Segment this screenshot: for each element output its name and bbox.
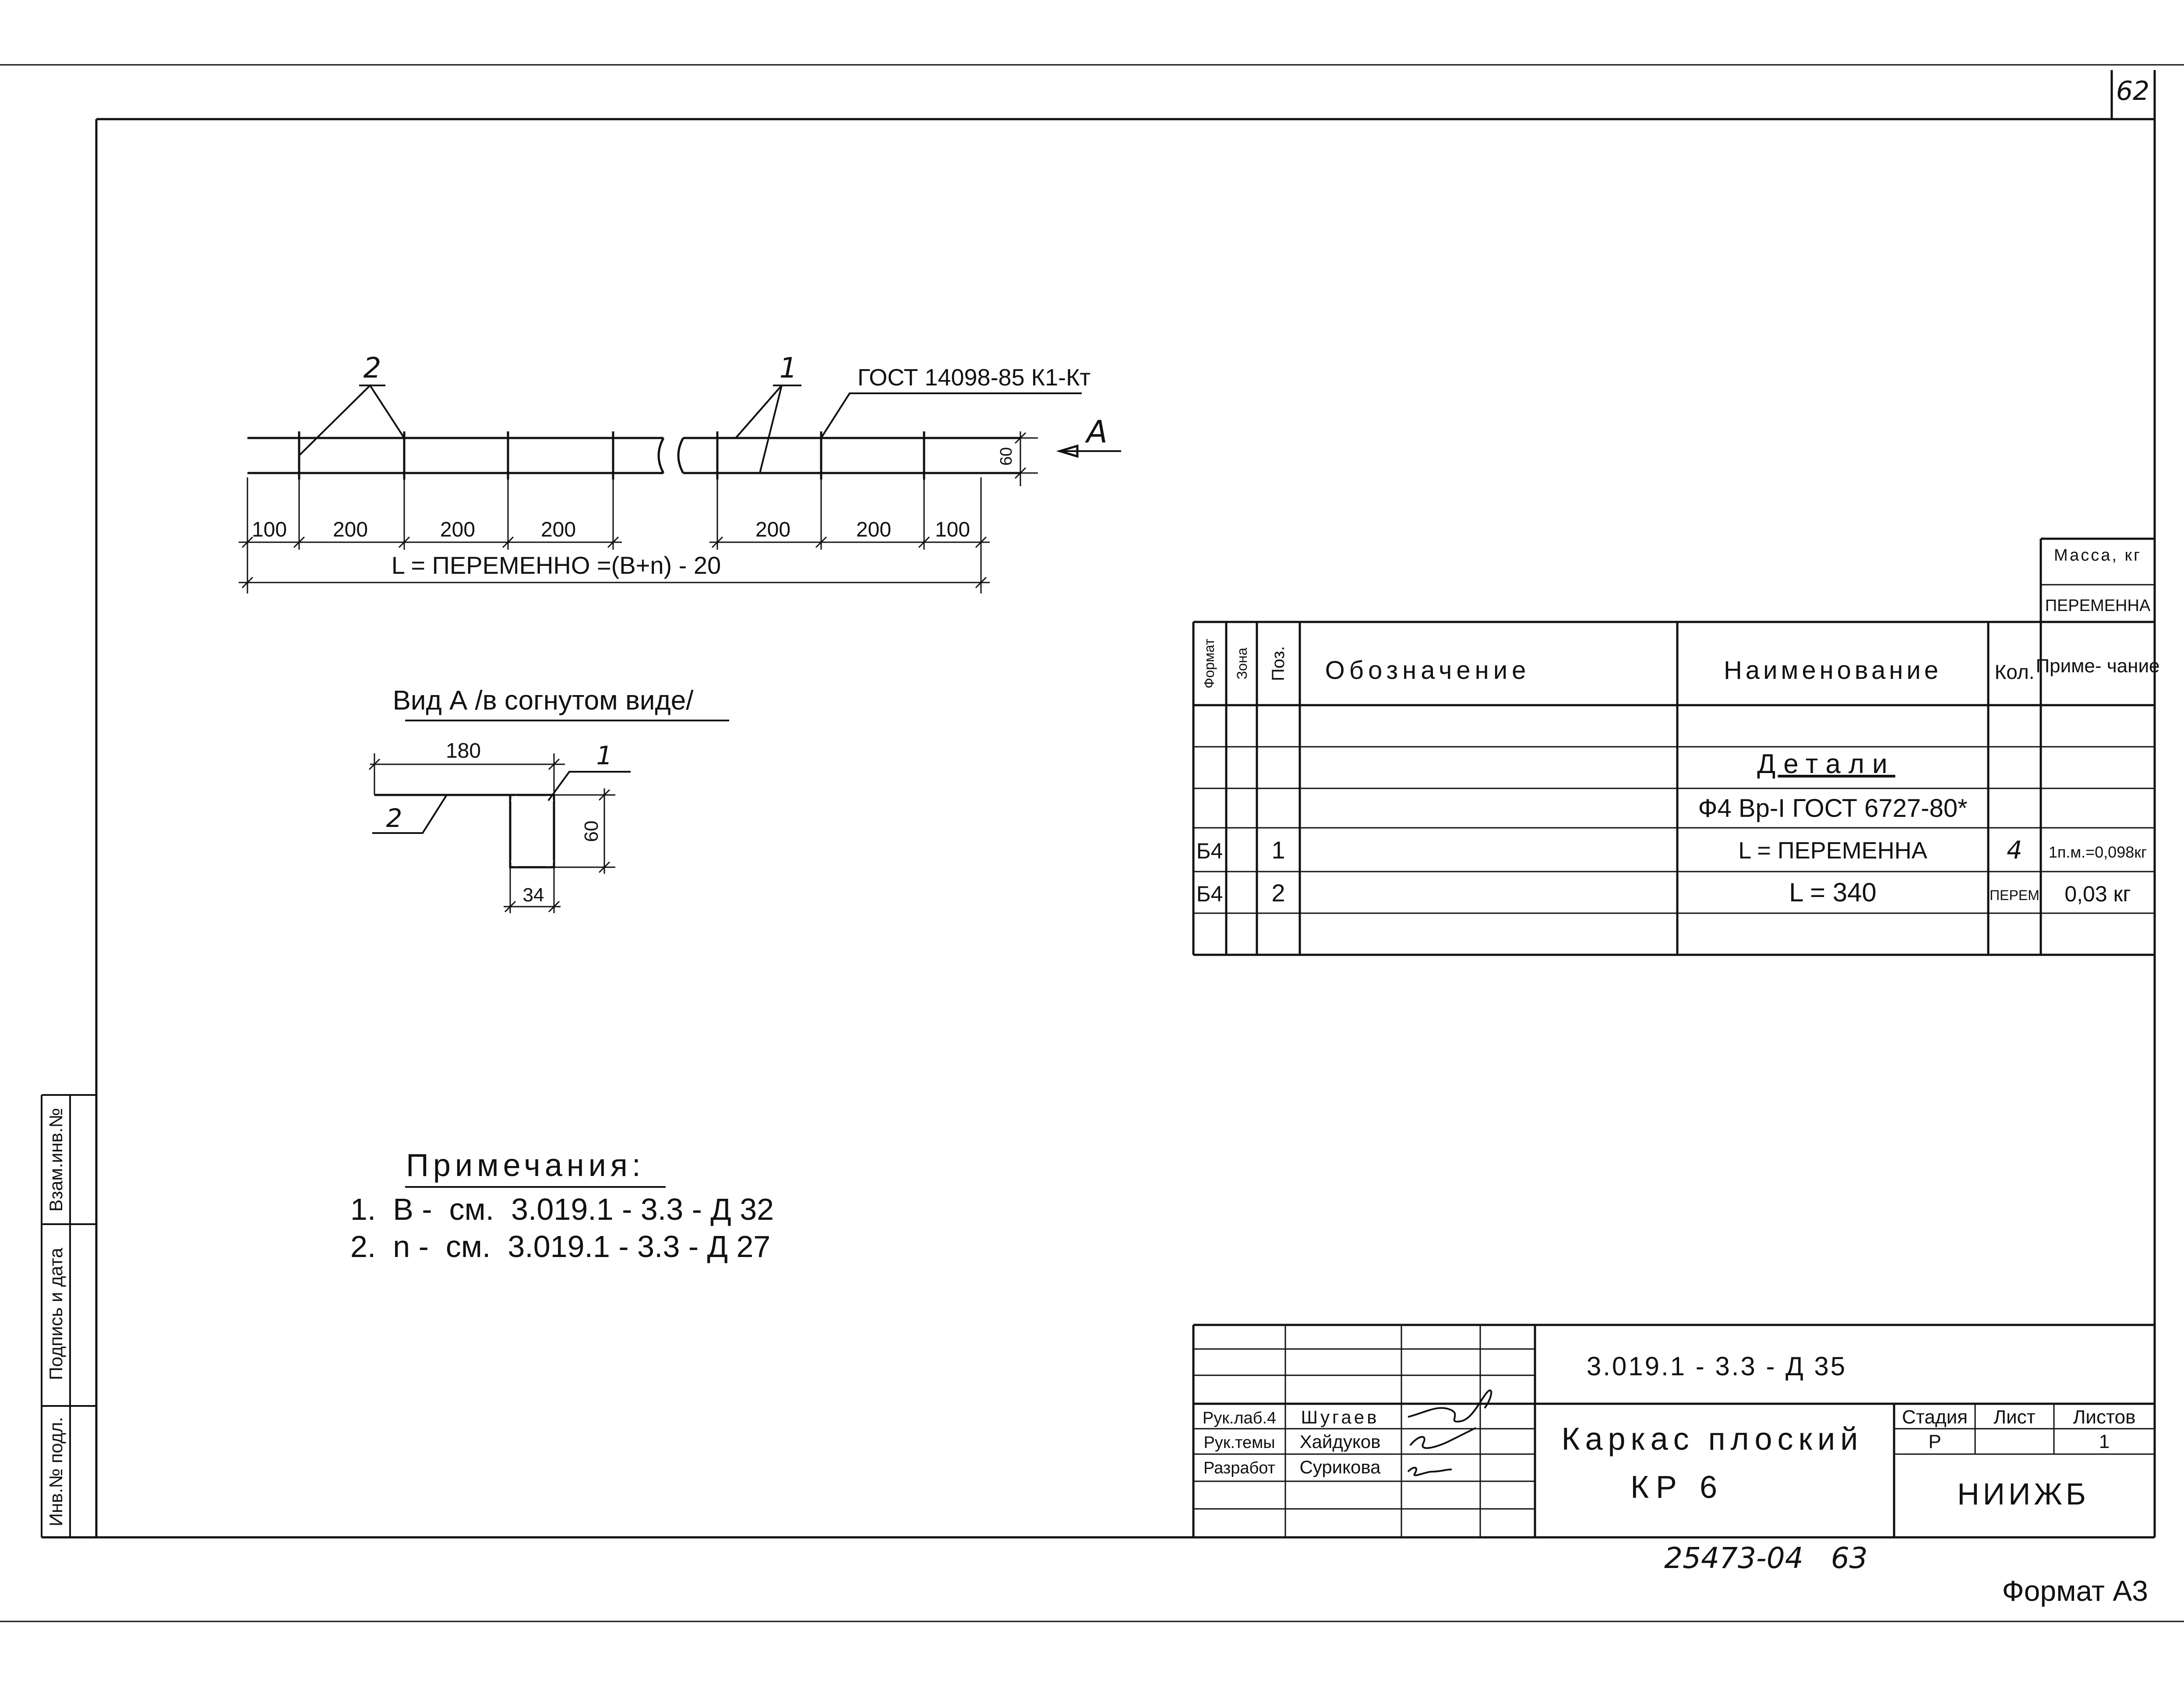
sheet-number: 62 <box>2116 76 2149 106</box>
spec-mass-header: Масса, кг <box>2054 546 2142 565</box>
title-organization: НИИЖБ <box>1957 1477 2089 1511</box>
title-block-code: 3.019.1 - 3.3 - Д 35 <box>1587 1352 1847 1381</box>
title-name-1: Шугаев <box>1301 1407 1380 1427</box>
spec-header-pos: Поз. <box>1269 646 1288 681</box>
format-label: Формат А3 <box>2002 1575 2148 1607</box>
plan-pos-1-label: 1 <box>780 352 797 385</box>
plan-dim-3: 200 <box>440 518 475 541</box>
spec-header-designation: Обозначение <box>1325 656 1531 685</box>
inventory-stamp: 25473-04 63 <box>1664 1541 1868 1575</box>
spec-header-note: Приме- чание <box>2036 655 2159 677</box>
title-stage-value: Р <box>1928 1431 1941 1452</box>
spec-row-2-name: L = 340 <box>1789 878 1877 907</box>
spec-row-2-note: 0,03 кг <box>2064 882 2131 906</box>
side-stamp-podpis-data: Подпись и дата <box>46 1247 66 1380</box>
title-block-grid <box>1192 1324 2155 1537</box>
spec-table-grid <box>1192 537 2155 956</box>
plan-pos-2-label: 2 <box>363 352 381 385</box>
plan-height-dim: 60 <box>997 447 1016 466</box>
title-role-1: Рук.лаб.4 <box>1203 1409 1276 1427</box>
plan-length-formula: L = ПЕРЕМЕННО =(В+n) - 20 <box>392 551 721 579</box>
cage-plan-view <box>239 384 1121 593</box>
spec-header-format: Формат <box>1201 639 1217 689</box>
title-product-line2: КР 6 <box>1630 1470 1724 1505</box>
spec-material: Ф4 Вр-I ГОСТ 6727-80* <box>1698 794 1967 823</box>
title-stage-header: Стадия <box>1902 1406 1968 1428</box>
title-sheet-header: Лист <box>1993 1406 2036 1428</box>
spec-row-1-qty: 4 <box>2007 836 2022 865</box>
title-role-2: Рук.темы <box>1203 1434 1275 1452</box>
side-stamp <box>41 1094 96 1537</box>
spec-row-2-qty: ПЕРЕМ <box>1990 887 2039 903</box>
spec-header-name: Наименование <box>1724 656 1942 685</box>
view-a-drawing <box>368 753 631 913</box>
spec-row-2-format: Б4 <box>1196 882 1223 906</box>
title-sheets-header: Листов <box>2073 1406 2136 1428</box>
view-a-pos-2-label: 2 <box>386 803 402 833</box>
plan-dim-4: 200 <box>541 518 576 541</box>
note-item-2: 2. n - см. 3.019.1 - 3.3 - Д 27 <box>350 1229 770 1264</box>
title-name-3: Сурикова <box>1299 1457 1381 1477</box>
plan-dim-7: 100 <box>935 518 970 541</box>
notes-title: Примечания: <box>406 1148 645 1183</box>
title-product-line1: Каркас плоский <box>1562 1422 1863 1457</box>
side-stamp-vzam-inv: Взам.инв.№ <box>46 1108 66 1212</box>
spec-mass-value: ПЕРЕМЕННА <box>2045 597 2151 615</box>
title-name-2: Хайдуков <box>1300 1431 1381 1452</box>
view-a-pos-1-label: 1 <box>596 741 613 770</box>
plan-dim-2: 200 <box>333 518 368 541</box>
spec-header-zone: Зона <box>1234 648 1250 680</box>
spec-row-2-pos: 2 <box>1271 879 1285 907</box>
spec-header-qty: Кол. <box>1995 660 2035 683</box>
view-a-width-dim: 180 <box>446 739 481 763</box>
side-stamp-inv-podl: Инв.№ подл. <box>46 1417 66 1526</box>
plan-dim-6: 200 <box>856 518 891 541</box>
plan-dim-1: 100 <box>252 518 287 541</box>
signature-images <box>1407 1389 1492 1476</box>
view-a-title: Вид А /в согнутом виде/ <box>393 685 694 716</box>
spec-row-1-name: L = ПЕРЕМЕННА <box>1738 837 1927 864</box>
spec-section-title: Детали <box>1757 749 1895 779</box>
title-sheets-value: 1 <box>2099 1431 2110 1452</box>
title-role-3: Разработ <box>1203 1459 1275 1477</box>
sheet-frame <box>0 64 2184 1622</box>
spec-row-1-note: 1п.м.=0,098кг <box>2049 843 2147 861</box>
note-item-1: 1. В - см. 3.019.1 - 3.3 - Д 32 <box>350 1192 774 1226</box>
plan-dim-5: 200 <box>755 518 790 541</box>
spec-row-1-format: Б4 <box>1196 839 1223 863</box>
plan-view-arrow-label: А <box>1085 414 1108 450</box>
spec-row-1-pos: 1 <box>1271 836 1285 864</box>
view-a-inner-dim: 34 <box>523 884 544 906</box>
view-a-height-dim: 60 <box>581 821 602 842</box>
plan-gost-label: ГОСТ 14098-85 К1-Кт <box>857 364 1090 391</box>
